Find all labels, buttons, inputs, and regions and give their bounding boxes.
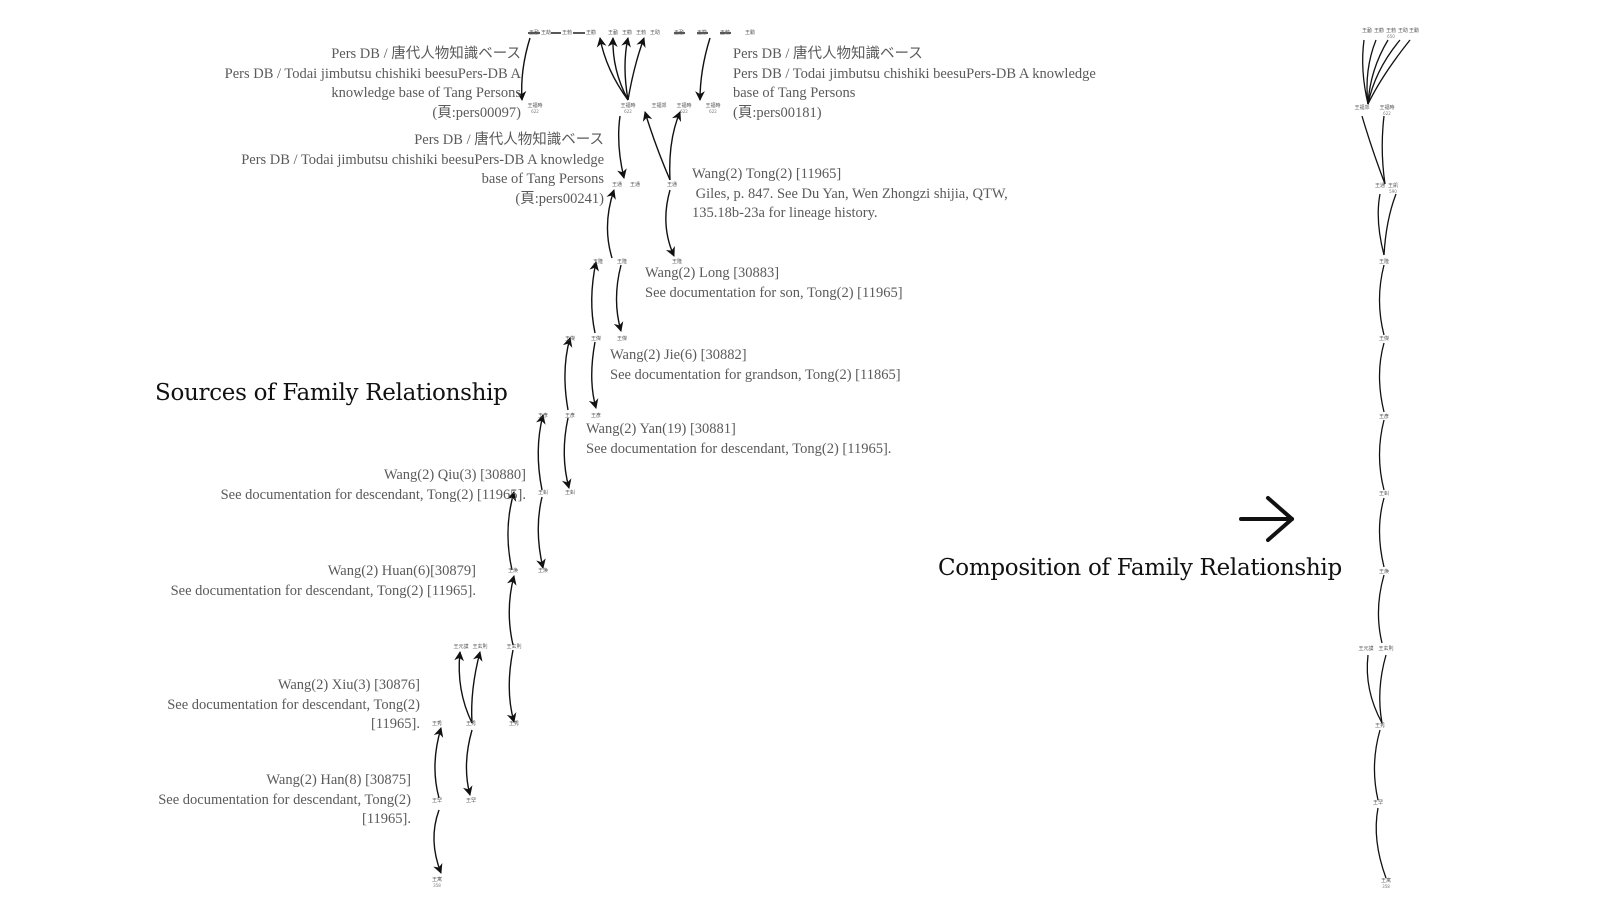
node-right-chain-4: 王勳 bbox=[744, 30, 756, 36]
node-xuanmo: 王元謨 bbox=[453, 644, 469, 650]
note-han: Wang(2) Han(8) [30875] See documentation… bbox=[158, 772, 411, 827]
node-jie-c: 王傑 bbox=[616, 336, 628, 342]
comp-node-qiu: 王虯 bbox=[1378, 491, 1390, 497]
composition-heading: Composition of Family Relationship bbox=[938, 555, 1342, 581]
comp-node-tong: 王通 bbox=[1374, 183, 1386, 189]
note-huan: Wang(2) Huan(6)[30879] See documentation… bbox=[170, 563, 476, 599]
node-long-c: 王隆 bbox=[671, 259, 683, 265]
node-xuanze-a: 王玄則 bbox=[472, 644, 488, 650]
node-yan-a: 王彥 bbox=[537, 413, 549, 419]
note-yan: Wang(2) Yan(19) [30881] See documentatio… bbox=[586, 421, 892, 457]
comp-node-xuanmo: 王元謨 bbox=[1358, 646, 1374, 652]
comp-node-huan: 王煥 bbox=[1378, 569, 1390, 575]
comp-node-han: 王罕 bbox=[1372, 800, 1384, 806]
node-yan-c: 王彥 bbox=[590, 413, 602, 419]
note-jie: Wang(2) Jie(6) [30882] See documentation… bbox=[610, 347, 901, 383]
node-tong-c: 王通 bbox=[666, 182, 678, 188]
comp-node-top-5: 王勳 bbox=[1408, 28, 1420, 34]
node-wang-mian: 王勔 bbox=[528, 30, 540, 36]
node-xiu-c: 王秀 bbox=[508, 721, 520, 727]
node-xiu-a: 王秀 bbox=[431, 721, 443, 727]
comp-node-top-4: 王助 bbox=[1397, 28, 1409, 34]
comp-node-jie: 王傑 bbox=[1378, 336, 1390, 342]
comp-node-yan: 王彥 bbox=[1378, 414, 1390, 420]
node-huan-a: 王煥 bbox=[507, 568, 519, 574]
node-qiu-a: 王虯 bbox=[537, 490, 549, 496]
node-wang-bo: 王勃 bbox=[561, 30, 573, 36]
node-xiu-b: 王秀 bbox=[465, 721, 477, 727]
node-huan-b: 王煥 bbox=[537, 568, 549, 574]
note-pers00181: Pers DB / 唐代人物知識ベース Pers DB / Todai jimb… bbox=[733, 46, 1096, 121]
note-pers00097: Pers DB / 唐代人物知識ベース Pers DB / Todai jimb… bbox=[224, 46, 521, 121]
note-qiu: Wang(2) Qiu(3) [30880] See documentation… bbox=[220, 467, 526, 503]
comp-node-xiu: 王秀 bbox=[1374, 723, 1386, 729]
comp-node-fujiao: 王福郊 bbox=[1354, 105, 1370, 111]
node-son-4: 王助 bbox=[649, 30, 661, 36]
comp-node-top-2: 王勸 bbox=[1373, 28, 1385, 34]
note-long: Wang(2) Long [30883] See documentation f… bbox=[645, 265, 903, 301]
node-tong-a: 王通 bbox=[611, 182, 623, 188]
comp-node-top-1: 王勔 bbox=[1361, 28, 1373, 34]
node-jie-b: 王傑 bbox=[590, 336, 602, 342]
node-han-b: 王罕 bbox=[465, 798, 477, 804]
comp-node-xuanze: 王玄則 bbox=[1378, 646, 1394, 652]
node-long-a: 王隆 bbox=[592, 259, 604, 265]
node-wang-jie-brother: 王劼 bbox=[540, 30, 552, 36]
node-son-1: 王勔 bbox=[607, 30, 619, 36]
node-right-chain-1: 王勔 bbox=[673, 30, 685, 36]
node-jie-a: 王傑 bbox=[564, 336, 576, 342]
node-right-chain-3: 王勃 bbox=[719, 30, 731, 36]
node-tong-b: 王通 bbox=[629, 182, 641, 188]
node-son-2: 王勸 bbox=[621, 30, 633, 36]
note-tong: Wang(2) Tong(2) [11965] Giles, p. 847. S… bbox=[692, 166, 1008, 221]
note-xiu: Wang(2) Xiu(3) [30876] See documentation… bbox=[167, 677, 420, 732]
node-xuanze-b: 王玄則 bbox=[506, 644, 522, 650]
node-son-3: 王勃 bbox=[635, 30, 647, 36]
node-han-a: 王罕 bbox=[431, 798, 443, 804]
node-fujiao: 王福郊 bbox=[651, 103, 667, 109]
node-long-b: 王隆 bbox=[616, 259, 628, 265]
right-arrow-icon bbox=[1239, 496, 1294, 542]
comp-node-long: 王隆 bbox=[1378, 259, 1390, 265]
node-qiu-b: 王虯 bbox=[564, 490, 576, 496]
node-right-chain-2: 王勸 bbox=[696, 30, 708, 36]
node-wang-quan: 王勸 bbox=[585, 30, 597, 36]
sources-heading: Sources of Family Relationship bbox=[155, 380, 508, 406]
node-yan-b: 王彥 bbox=[564, 413, 576, 419]
note-pers00241: Pers DB / 唐代人物知識ベース Pers DB / Todai jimb… bbox=[241, 132, 604, 207]
